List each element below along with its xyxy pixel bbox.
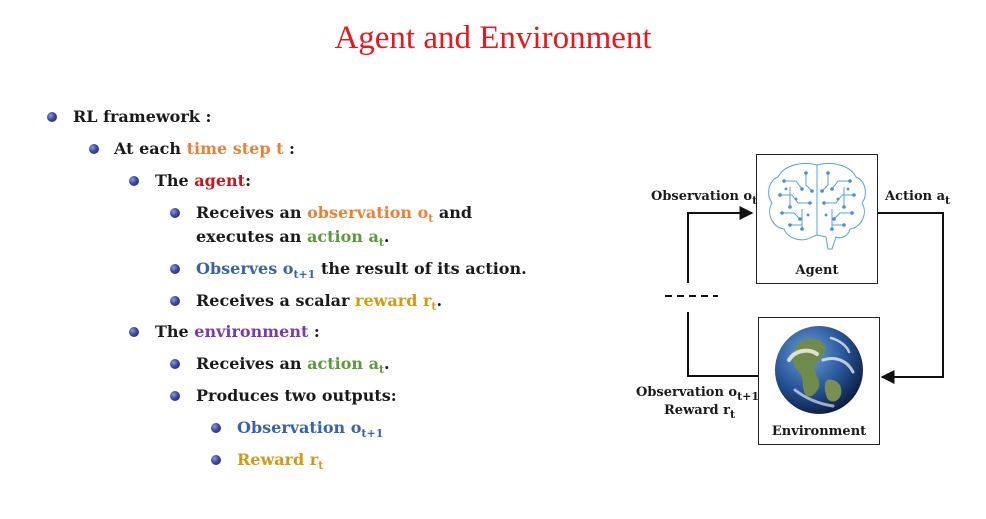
bullet-dot xyxy=(47,112,57,122)
bullet-output-reward: Reward rt xyxy=(237,450,324,472)
observation-bottom-label: Observation ot+1 xyxy=(636,385,760,403)
observation-to-agent-arrow xyxy=(687,206,754,283)
observation-top-label: Observation ot xyxy=(651,189,758,207)
bullet-dot xyxy=(211,455,221,465)
brain-circuit-icon xyxy=(768,163,866,250)
bullet-output-observation: Observation ot+1 xyxy=(237,418,384,440)
earth-globe-icon xyxy=(775,326,863,414)
reward-label: Reward rt xyxy=(664,403,736,421)
bullet-dot xyxy=(170,208,180,218)
bullet-agent: The agent: xyxy=(155,171,251,190)
agent-box: Agent xyxy=(756,154,878,284)
bullet-dot xyxy=(129,176,139,186)
bullet-dot xyxy=(89,144,99,154)
bullet-agent-reward: Receives a scalar reward rt. xyxy=(196,291,443,313)
bullet-agent-observes: Observes ot+1 the result of its action. xyxy=(196,259,527,281)
observation-return-arrow xyxy=(687,312,758,377)
bullet-dot xyxy=(170,264,180,274)
bullet-rl-framework: RL framework : xyxy=(73,107,212,126)
bullet-dot xyxy=(211,423,221,433)
action-label: Action at xyxy=(885,189,951,207)
page-title: Agent and Environment xyxy=(334,20,652,56)
bullet-agent-executes-action: executes an action at. xyxy=(196,227,390,249)
action-arrow xyxy=(878,212,944,384)
environment-box: Environment xyxy=(758,317,880,445)
bullet-dot xyxy=(170,391,180,401)
bullet-env-receives-action: Receives an action at. xyxy=(196,354,390,376)
bullet-dot xyxy=(170,296,180,306)
bullet-dot xyxy=(170,359,180,369)
bullet-environment: The environment : xyxy=(155,322,320,341)
environment-label: Environment xyxy=(771,424,867,439)
bullet-agent-receives-observation: Receives an observation ot and xyxy=(196,203,473,225)
bullet-env-produces-outputs: Produces two outputs: xyxy=(196,386,397,405)
bullet-dot xyxy=(129,327,139,337)
bullet-time-step: At each time step t : xyxy=(114,139,295,158)
agent-label: Agent xyxy=(795,263,839,278)
